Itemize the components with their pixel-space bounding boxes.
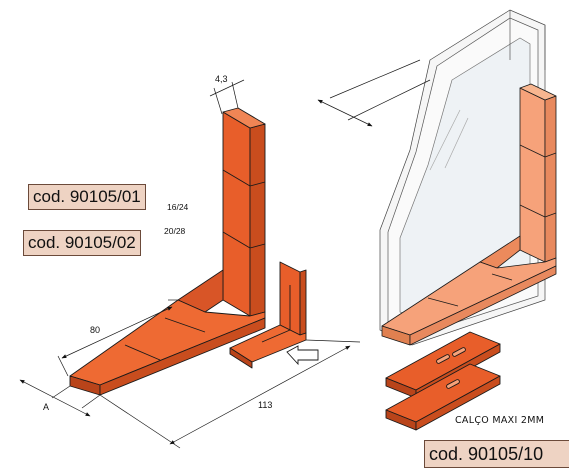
- dim-width: [19, 379, 101, 417]
- shim-code-label: cod. 90105/10: [424, 440, 569, 468]
- dim-depth-label: 113: [258, 400, 273, 410]
- installed-support: [381, 83, 557, 346]
- l-support-vertical-top: [222, 107, 266, 129]
- l-support-vertical-front: [222, 111, 251, 317]
- l-support-horizontal-top: [69, 299, 266, 386]
- code-label-2: cod. 90105/02: [23, 230, 141, 256]
- code-range-1: 16/24: [167, 202, 189, 212]
- shim-name: CALÇO MAXI 2MM: [455, 415, 545, 426]
- dim-length-label: 80: [90, 325, 101, 335]
- dim-thickness-label: 4,3: [215, 74, 228, 84]
- code-range-2: 20/28: [164, 226, 186, 236]
- insert-arrow-icon: [286, 345, 319, 366]
- clip-piece: [229, 261, 307, 369]
- dim-length: [57, 299, 178, 377]
- code-label-1: cod. 90105/01: [28, 184, 146, 210]
- dim-thickness: [209, 79, 245, 115]
- shim-bottom: [385, 363, 501, 431]
- l-support-vertical-side: [249, 123, 266, 317]
- dim-width-label: A: [43, 402, 50, 412]
- dim-depth: [99, 339, 361, 449]
- dim-glass: [317, 59, 431, 127]
